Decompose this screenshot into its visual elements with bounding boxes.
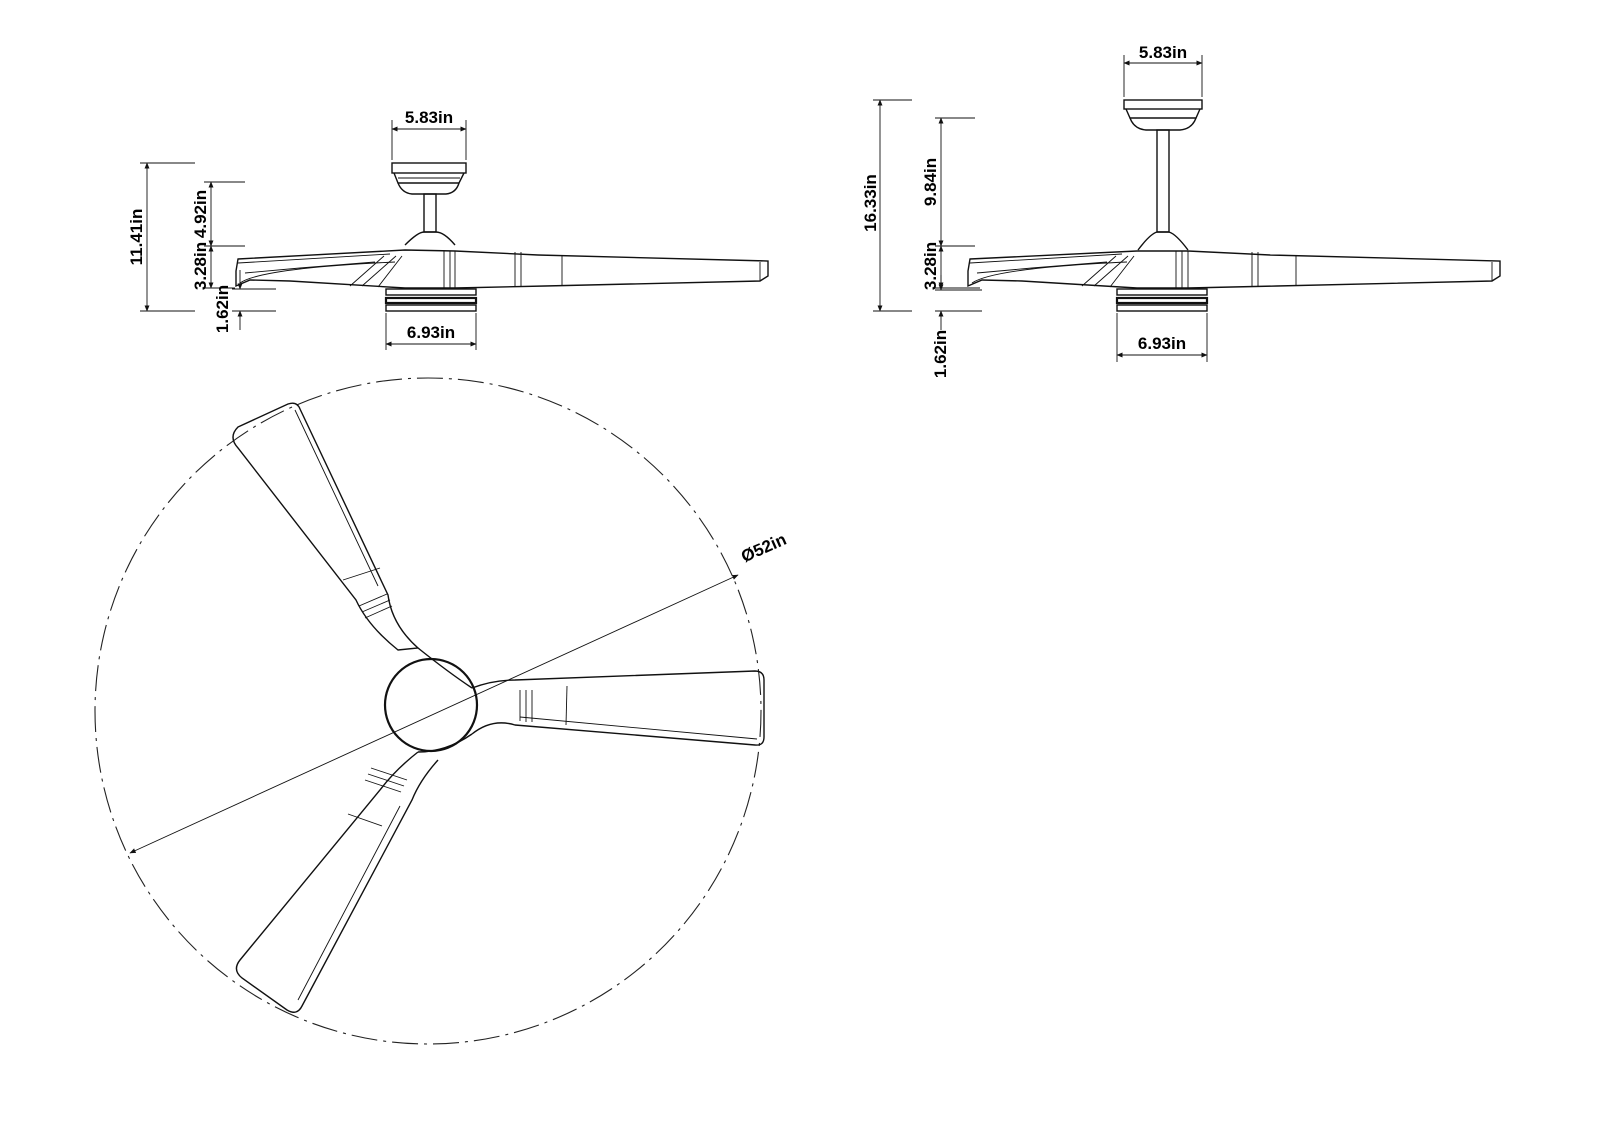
canopy-width-label: 5.83in	[1139, 43, 1187, 62]
downrod	[423, 193, 437, 233]
motor-housing	[1137, 231, 1189, 251]
dim-light-kit-height: 1.62in	[213, 270, 276, 333]
top-blade-right	[471, 670, 765, 746]
dim-light-kit-height: 1.62in	[931, 275, 982, 378]
top-blade-upper-left	[232, 402, 420, 651]
side-blade-assembly	[967, 250, 1501, 289]
dim-canopy-width: 5.83in	[1123, 43, 1203, 97]
dim-total-height: 16.33in	[861, 99, 912, 312]
dim-light-kit-width: 6.93in	[1116, 313, 1208, 362]
downrod-height-label: 9.84in	[921, 158, 940, 206]
side-view-low-profile: 5.83in 11.41in 4.92in 3.28in 1.6	[127, 108, 769, 350]
light-kit-width-label: 6.93in	[1138, 334, 1186, 353]
top-view: Ø52in	[94, 377, 789, 1045]
light-kit	[1115, 288, 1209, 312]
top-blade-lower-left	[235, 751, 439, 1013]
dim-motor-height: 3.28in	[921, 242, 980, 290]
dim-diameter: Ø52in	[129, 530, 789, 854]
motor-hub	[383, 657, 479, 753]
dim-canopy-width: 5.83in	[391, 108, 467, 160]
canopy	[391, 162, 467, 195]
dim-motor-height: 3.28in	[191, 242, 235, 290]
dim-downrod-height: 9.84in	[921, 117, 975, 247]
light-kit-width-label: 6.93in	[407, 323, 455, 342]
dim-total-height: 11.41in	[127, 162, 195, 312]
dim-downrod-height: 4.92in	[191, 181, 245, 247]
downrod	[1156, 129, 1170, 233]
blade-sweep-circle	[94, 377, 762, 1045]
side-view-downrod: 5.83in 16.33in 9.84in 3.28in 1.6	[861, 43, 1501, 378]
canopy	[1123, 99, 1203, 131]
canopy-width-label: 5.83in	[405, 108, 453, 127]
downrod-height-label: 4.92in	[191, 190, 210, 238]
motor-height-label: 3.28in	[191, 242, 210, 290]
diameter-label: Ø52in	[738, 530, 789, 567]
light-kit-height-label: 1.62in	[213, 285, 232, 333]
total-height-label: 16.33in	[861, 174, 880, 232]
light-kit	[384, 288, 478, 312]
light-kit-height-label: 1.62in	[931, 330, 950, 378]
motor-housing	[404, 231, 456, 246]
total-height-label: 11.41in	[127, 209, 146, 266]
side-blade-assembly	[235, 249, 769, 289]
dim-light-kit-width: 6.93in	[385, 313, 477, 350]
motor-height-label: 3.28in	[921, 242, 940, 290]
hub-arm-upper	[417, 647, 473, 689]
